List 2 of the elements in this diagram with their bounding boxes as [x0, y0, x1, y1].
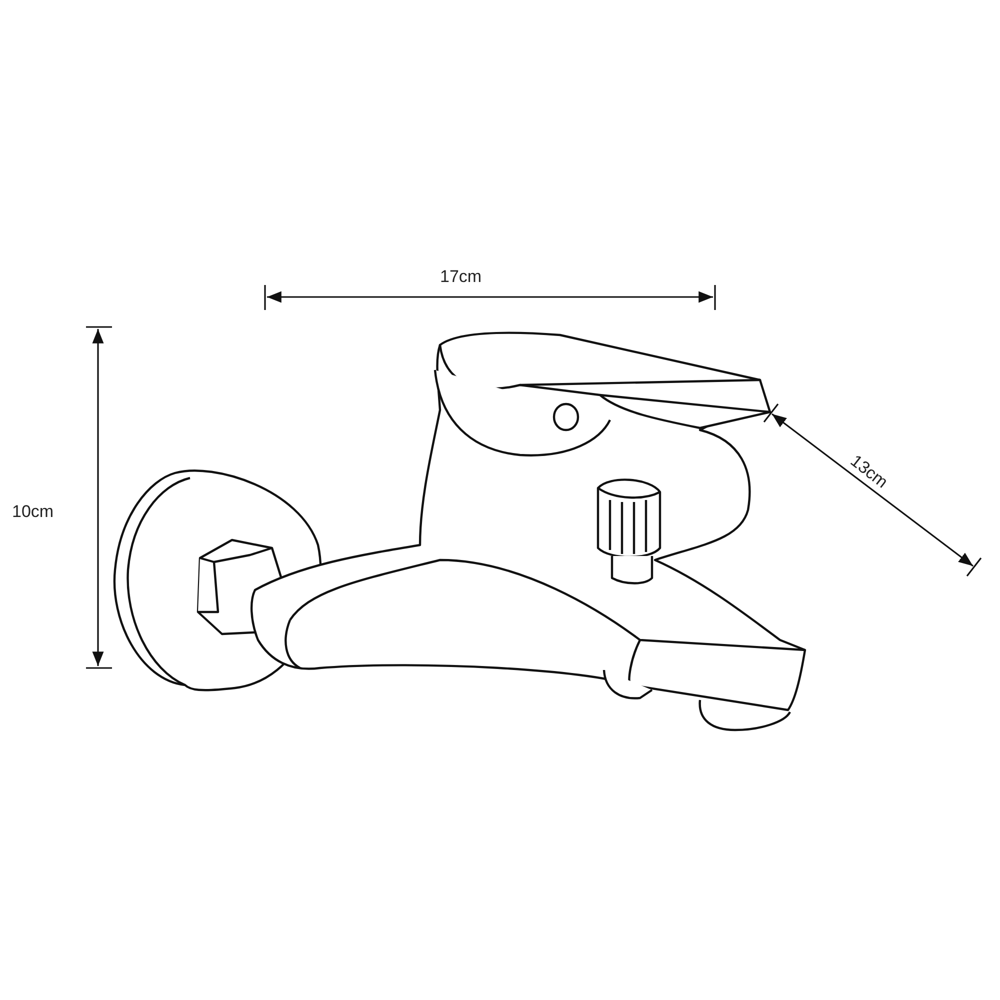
dimension-label: 10cm — [12, 503, 54, 520]
dimension-label: 17cm — [440, 268, 482, 285]
